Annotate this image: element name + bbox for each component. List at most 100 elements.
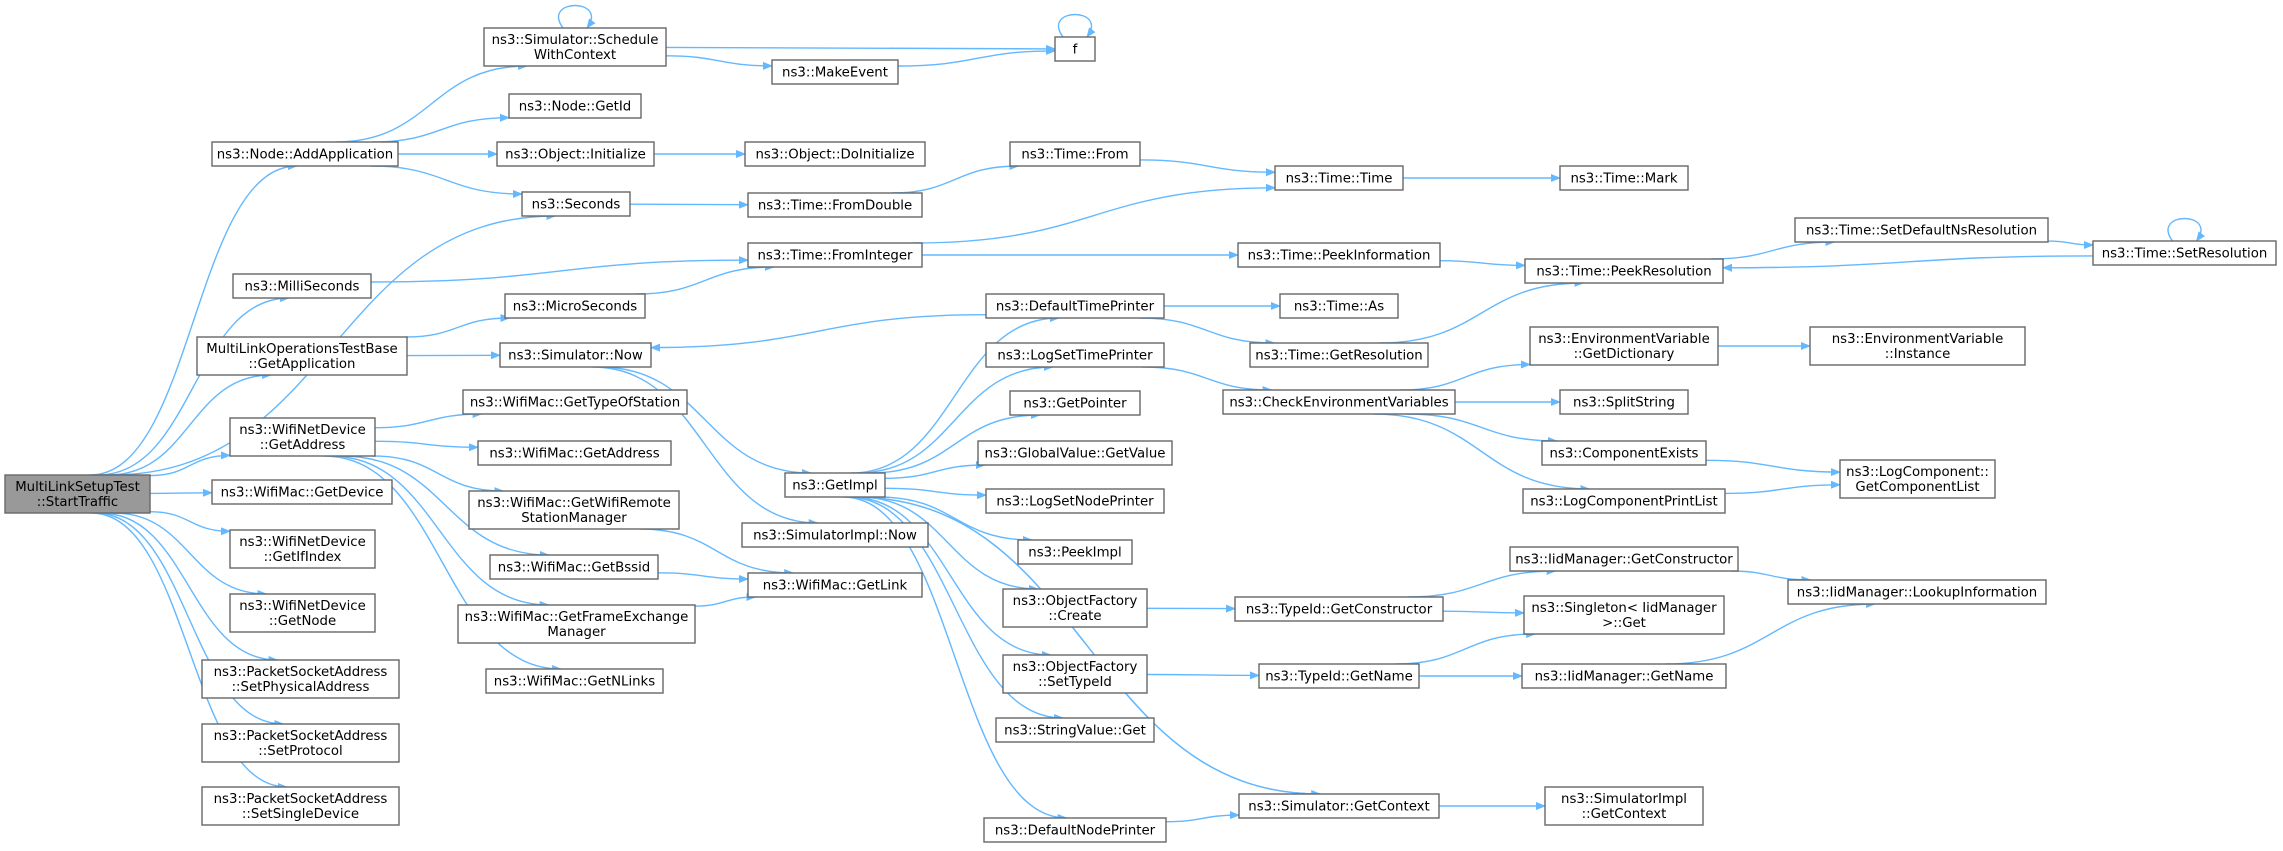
function-node-set-single-device[interactable]: ns3::PacketSocketAddress::SetSingleDevic… bbox=[201, 786, 400, 826]
function-node-iid-get-constructor[interactable]: ns3::IidManager::GetConstructor bbox=[1509, 546, 1739, 572]
function-node-get-remote-manager[interactable]: ns3::WifiMac::GetWifiRemoteStationManage… bbox=[468, 490, 680, 530]
function-node-get-resolution[interactable]: ns3::Time::GetResolution bbox=[1249, 342, 1429, 368]
function-node-env-instance[interactable]: ns3::EnvironmentVariable::Instance bbox=[1809, 326, 2026, 366]
function-node-get-impl[interactable]: ns3::GetImpl bbox=[784, 472, 886, 498]
function-node-get-type-of-station[interactable]: ns3::WifiMac::GetTypeOfStation bbox=[462, 389, 688, 415]
function-node-set-phys-addr[interactable]: ns3::PacketSocketAddress::SetPhysicalAdd… bbox=[201, 659, 400, 699]
function-node-peek-resolution[interactable]: ns3::Time::PeekResolution bbox=[1524, 258, 1724, 284]
function-node-type-id-get-name[interactable]: ns3::TypeId::GetName bbox=[1258, 663, 1420, 689]
function-node-mac-get-device[interactable]: ns3::WifiMac::GetDevice bbox=[211, 479, 393, 505]
node-label: ns3::Time::FromDouble bbox=[758, 199, 912, 214]
function-node-time-time[interactable]: ns3::Time::Time bbox=[1274, 165, 1404, 191]
node-label: StationManager bbox=[521, 511, 627, 526]
function-node-get-component-list[interactable]: ns3::LogComponent::GetComponentList bbox=[1839, 459, 1996, 499]
function-node-log-set-time-printer[interactable]: ns3::LogSetTimePrinter bbox=[985, 342, 1165, 368]
function-node-mac-get-address[interactable]: ns3::WifiMac::GetAddress bbox=[477, 440, 672, 466]
call-edge bbox=[149, 451, 231, 477]
node-label: ns3::Time::From bbox=[1021, 148, 1128, 163]
call-edge bbox=[374, 410, 483, 429]
function-node-default-node-printer[interactable]: ns3::DefaultNodePrinter bbox=[983, 817, 1167, 843]
function-node-singleton-get[interactable]: ns3::Singleton< IidManager>::Get bbox=[1523, 595, 1725, 635]
function-node-get-pointer[interactable]: ns3::GetPointer bbox=[1009, 390, 1141, 416]
node-label: ns3::CheckEnvironmentVariables bbox=[1229, 396, 1448, 411]
node-box bbox=[201, 786, 400, 826]
function-node-make-event[interactable]: ns3::MakeEvent bbox=[771, 59, 899, 85]
node-box bbox=[1234, 596, 1444, 622]
function-node-lookup-information[interactable]: ns3::IidManager::LookupInformation bbox=[1787, 579, 2047, 605]
node-label: ns3::WifiNetDevice bbox=[239, 535, 366, 550]
node-box bbox=[477, 440, 672, 466]
function-node-time-from[interactable]: ns3::Time::From bbox=[1009, 141, 1141, 167]
function-node-impl-get-context[interactable]: ns3::SimulatorImpl::GetContext bbox=[1544, 786, 1704, 826]
node-box bbox=[504, 293, 646, 319]
call-edge bbox=[149, 488, 213, 497]
function-node-do-initialize[interactable]: ns3::Object::DoInitialize bbox=[744, 141, 926, 167]
node-label: ns3::TypeId::GetConstructor bbox=[1246, 603, 1433, 618]
function-node-get-application[interactable]: MultiLinkOperationsTestBase::GetApplicat… bbox=[196, 336, 408, 376]
function-node-global-value-get[interactable]: ns3::GlobalValue::GetValue bbox=[977, 440, 1173, 466]
function-node-from-integer[interactable]: ns3::Time::FromInteger bbox=[747, 242, 923, 268]
node-label: ns3::SimulatorImpl::Now bbox=[753, 529, 917, 544]
node-label: ns3::LogSetTimePrinter bbox=[997, 349, 1153, 364]
function-node-string-value-get[interactable]: ns3::StringValue::Get bbox=[995, 717, 1155, 743]
function-node-component-exists[interactable]: ns3::ComponentExists bbox=[1541, 440, 1707, 466]
function-node-get-bssid[interactable]: ns3::WifiMac::GetBssid bbox=[489, 554, 659, 580]
call-edge bbox=[1146, 671, 1260, 680]
function-node-sim-now[interactable]: ns3::Simulator::Now bbox=[499, 342, 652, 368]
node-box bbox=[468, 490, 680, 530]
function-node-get-if-index[interactable]: ns3::WifiNetDevice::GetIfIndex bbox=[229, 529, 376, 569]
function-node-log-component-print-list[interactable]: ns3::LogComponentPrintList bbox=[1522, 488, 1726, 514]
function-node-env-get-dictionary[interactable]: ns3::EnvironmentVariable::GetDictionary bbox=[1529, 326, 1719, 366]
function-node-root[interactable]: MultiLinkSetupTest::StartTraffic bbox=[4, 474, 151, 514]
node-box bbox=[1238, 793, 1440, 819]
function-node-type-id-get-constructor[interactable]: ns3::TypeId::GetConstructor bbox=[1234, 596, 1444, 622]
function-node-default-time-printer[interactable]: ns3::DefaultTimePrinter bbox=[985, 293, 1165, 319]
function-node-split-string[interactable]: ns3::SplitString bbox=[1559, 389, 1689, 415]
function-node-from-double[interactable]: ns3::Time::FromDouble bbox=[747, 192, 923, 218]
node-label: ::SetPhysicalAddress bbox=[232, 680, 370, 695]
node-box bbox=[747, 572, 923, 598]
function-node-node-get-id[interactable]: ns3::Node::GetId bbox=[508, 93, 642, 119]
function-node-obj-initialize[interactable]: ns3::Object::Initialize bbox=[496, 141, 655, 167]
node-label: ns3::Time::SetDefaultNsResolution bbox=[1806, 224, 2037, 239]
function-node-time-as[interactable]: ns3::Time::As bbox=[1279, 293, 1399, 319]
node-label: ns3::WifiMac::GetBssid bbox=[498, 561, 650, 576]
function-node-set-resolution[interactable]: ns3::Time::SetResolution bbox=[2092, 240, 2277, 266]
function-node-impl-now[interactable]: ns3::SimulatorImpl::Now bbox=[741, 522, 929, 548]
function-node-seconds[interactable]: ns3::Seconds bbox=[521, 191, 631, 217]
function-node-f[interactable]: f bbox=[1054, 36, 1096, 62]
function-node-check-env-vars[interactable]: ns3::CheckEnvironmentVariables bbox=[1222, 389, 1456, 415]
call-edge bbox=[557, 4, 596, 29]
function-node-peek-information[interactable]: ns3::Time::PeekInformation bbox=[1237, 242, 1441, 268]
function-node-micro-seconds[interactable]: ns3::MicroSeconds bbox=[504, 293, 646, 319]
function-node-of-create[interactable]: ns3::ObjectFactory::Create bbox=[1002, 588, 1148, 628]
function-node-iid-get-name[interactable]: ns3::IidManager::GetName bbox=[1521, 663, 1727, 689]
function-node-sim-get-context[interactable]: ns3::Simulator::GetContext bbox=[1238, 793, 1440, 819]
call-edge bbox=[113, 512, 268, 598]
function-node-time-mark[interactable]: ns3::Time::Mark bbox=[1559, 165, 1689, 191]
call-edge bbox=[897, 46, 1056, 67]
function-node-get-node[interactable]: ns3::WifiNetDevice::GetNode bbox=[229, 593, 376, 633]
node-box bbox=[1529, 326, 1719, 366]
node-label: ns3::PacketSocketAddress bbox=[214, 792, 388, 807]
function-node-add-application[interactable]: ns3::Node::AddApplication bbox=[211, 141, 399, 167]
function-node-milli-seconds[interactable]: ns3::MilliSeconds bbox=[232, 273, 372, 299]
call-edge bbox=[846, 496, 1065, 722]
node-label: ::GetApplication bbox=[249, 357, 356, 372]
call-edge bbox=[1057, 13, 1096, 38]
call-edge bbox=[1724, 480, 1841, 495]
call-edge bbox=[636, 263, 775, 295]
node-box bbox=[747, 192, 923, 218]
function-node-peek-impl[interactable]: ns3::PeekImpl bbox=[1017, 539, 1133, 565]
function-node-of-set-type-id[interactable]: ns3::ObjectFactory::SetTypeId bbox=[1002, 654, 1148, 694]
function-node-set-default-ns-res[interactable]: ns3::Time::SetDefaultNsResolution bbox=[1794, 217, 2049, 243]
function-node-get-link[interactable]: ns3::WifiMac::GetLink bbox=[747, 572, 923, 598]
function-node-get-n-links[interactable]: ns3::WifiMac::GetNLinks bbox=[485, 668, 664, 694]
function-node-set-protocol[interactable]: ns3::PacketSocketAddress::SetProtocol bbox=[201, 723, 400, 763]
node-label: ns3::GlobalValue::GetValue bbox=[985, 447, 1166, 462]
node-box bbox=[985, 293, 1165, 319]
function-node-log-set-node-printer[interactable]: ns3::LogSetNodePrinter bbox=[985, 488, 1165, 514]
function-node-net-get-address[interactable]: ns3::WifiNetDevice::GetAddress bbox=[229, 417, 376, 457]
